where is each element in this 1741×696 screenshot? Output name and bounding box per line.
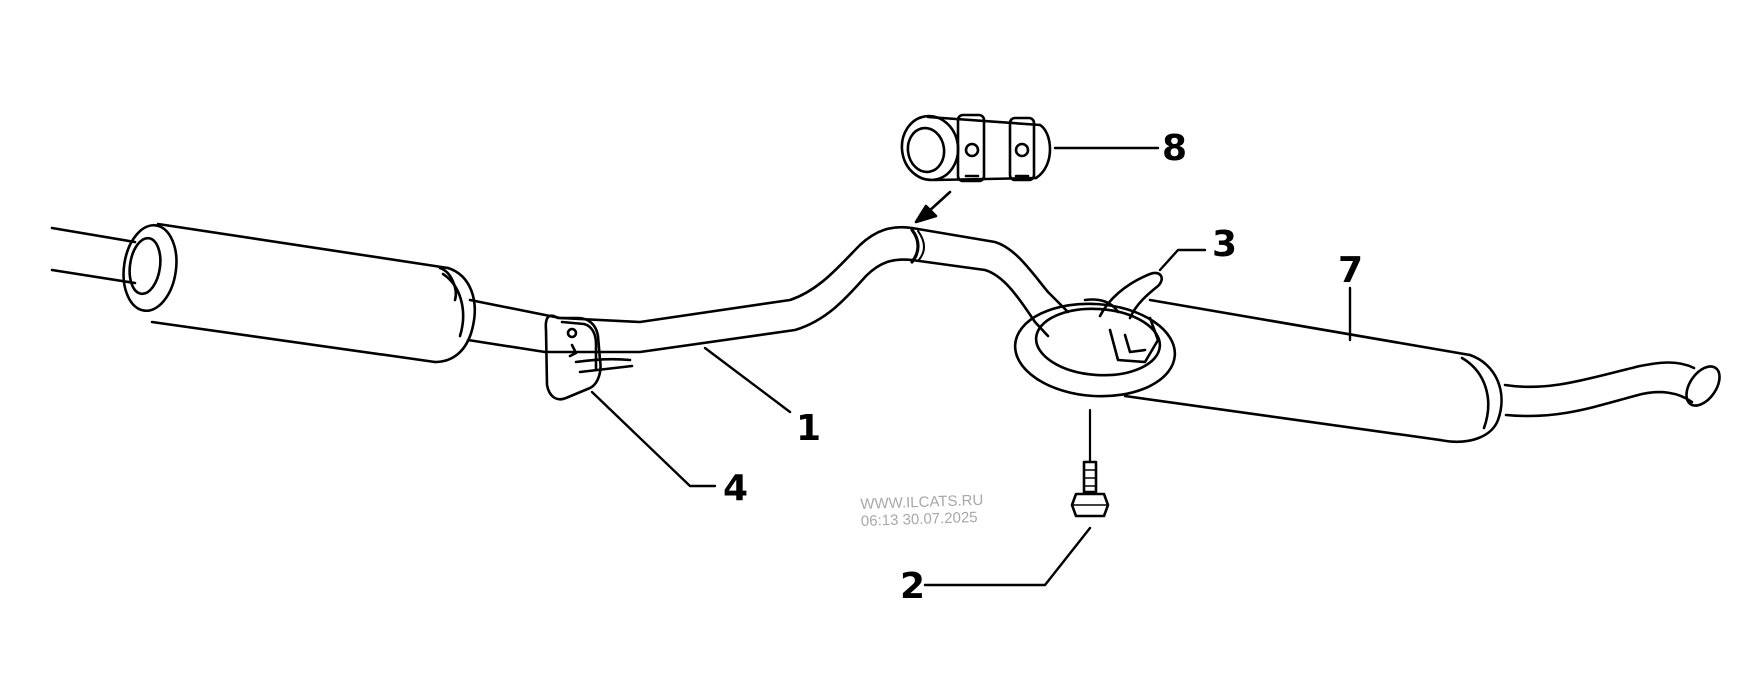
callout-8: 8 — [1162, 128, 1187, 169]
hanger-right — [1013, 271, 1177, 398]
rear-muffler — [1123, 298, 1503, 444]
leader-4 — [590, 390, 717, 488]
tail-pipe — [1503, 361, 1721, 418]
callout-4: 4 — [723, 468, 748, 509]
leader-3 — [1158, 248, 1207, 272]
install-arrow — [914, 190, 952, 224]
front-pipe — [50, 223, 178, 313]
bolt — [1070, 408, 1110, 518]
front-muffler — [150, 222, 476, 364]
leader-2 — [923, 526, 1092, 587]
callout-3: 3 — [1212, 224, 1237, 265]
center-pipe — [466, 225, 1070, 354]
callout-7: 7 — [1338, 250, 1363, 291]
callout-2: 2 — [900, 566, 925, 607]
hanger-left — [544, 314, 634, 401]
watermark: WWW.ILCATS.RU 06:13 30.07.2025 — [860, 492, 984, 530]
callout-1: 1 — [796, 408, 821, 449]
leader-1 — [703, 346, 792, 414]
leader-lines — [590, 146, 1352, 587]
clamp-sleeve — [900, 113, 1052, 183]
